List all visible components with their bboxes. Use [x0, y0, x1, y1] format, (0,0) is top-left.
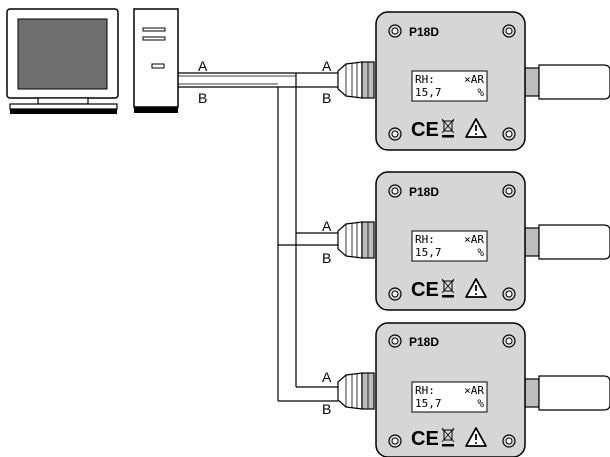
lcd-flags: ×AR [464, 73, 484, 86]
weee-bin-icon [441, 118, 455, 138]
device-terminal-b: B [322, 401, 331, 417]
lcd-quantity: RH: [415, 384, 435, 397]
bus-wires [178, 72, 338, 402]
sensor-probe [524, 64, 610, 100]
weee-bin-icon [441, 278, 455, 298]
cable-gland [337, 221, 375, 259]
ce-mark: CE [411, 119, 439, 141]
sensor-probe [524, 375, 610, 411]
device-2: A B P18D RH: × [322, 171, 610, 311]
computer-label-b: B [198, 90, 207, 106]
lcd-unit: % [477, 397, 484, 410]
lcd-display: RH: ×AR 15,7 % [411, 381, 488, 413]
device-1: A B P18D RH: × [322, 11, 610, 151]
device-model: P18D [409, 335, 439, 349]
sensor-probe [524, 224, 610, 260]
lcd-unit: % [477, 86, 484, 99]
device-terminal-b: B [322, 250, 331, 266]
lcd-display: RH: ×AR 15,7 % [411, 230, 488, 262]
lcd-quantity: RH: [415, 233, 435, 246]
lcd-unit: % [477, 246, 484, 259]
computer-label-a: A [198, 58, 208, 74]
device-model: P18D [409, 185, 439, 199]
weee-bin-icon [441, 427, 455, 447]
cable-gland [337, 61, 375, 99]
lcd-quantity: RH: [415, 73, 435, 86]
ce-mark: CE [411, 279, 439, 301]
device-model: P18D [409, 25, 439, 39]
device-terminal-a: A [322, 369, 332, 385]
lcd-flags: ×AR [464, 384, 484, 397]
lcd-value: 15,7 [415, 397, 442, 410]
lcd-flags: ×AR [464, 233, 484, 246]
device-3: A B P18D RH: × [322, 322, 610, 457]
transmitter-enclosure: P18D RH: ×AR 15,7 % CE [375, 322, 526, 457]
transmitter-enclosure: P18D RH: ×AR 15,7 % CE [375, 171, 526, 311]
cable-gland [337, 372, 375, 410]
monitor [6, 8, 119, 114]
warning-icon [465, 118, 487, 138]
warning-icon [465, 427, 487, 447]
transmitter-enclosure: P18D RH: ×AR 15,7 % CE [375, 11, 526, 151]
device-terminal-a: A [322, 218, 332, 234]
cable-sheath [178, 75, 296, 85]
computer [6, 8, 179, 114]
lcd-display: RH: ×AR 15,7 % [411, 70, 488, 102]
lcd-value: 15,7 [415, 86, 442, 99]
ce-mark: CE [411, 428, 439, 450]
warning-icon [465, 278, 487, 298]
device-terminal-a: A [322, 58, 332, 74]
device-terminal-b: B [322, 90, 331, 106]
lcd-value: 15,7 [415, 246, 442, 259]
pc-tower [133, 8, 179, 113]
